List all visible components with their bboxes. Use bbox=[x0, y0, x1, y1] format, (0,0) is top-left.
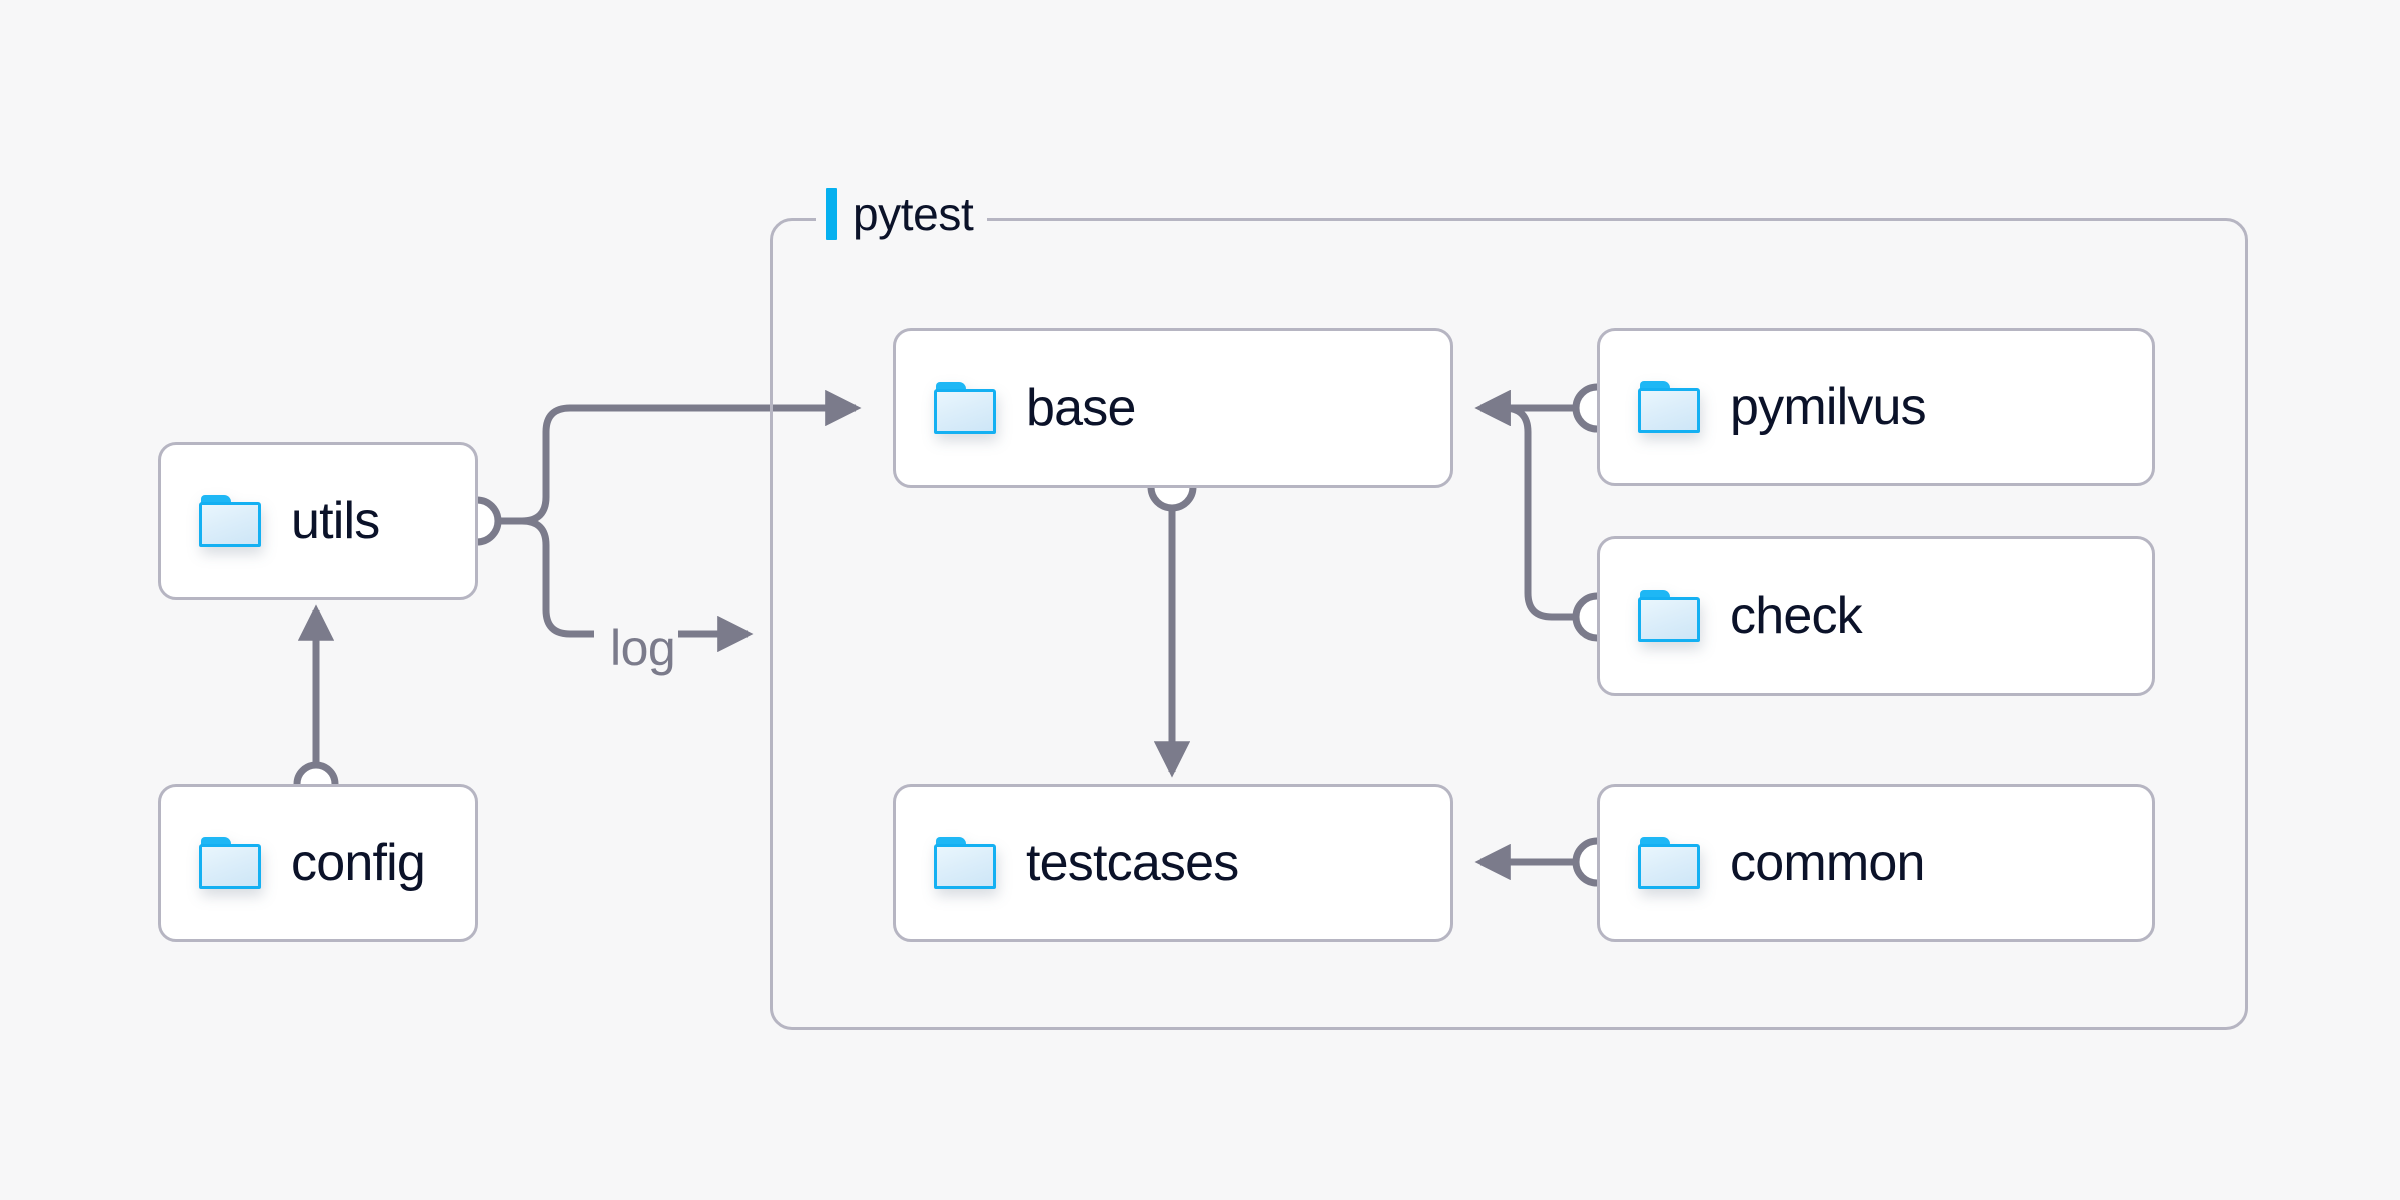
node-common[interactable]: common bbox=[1597, 784, 2155, 942]
node-base[interactable]: base bbox=[893, 328, 1453, 488]
node-label: pymilvus bbox=[1730, 378, 1927, 436]
group-accent-bar bbox=[826, 188, 837, 240]
group-title: pytest bbox=[853, 188, 974, 240]
folder-icon bbox=[1638, 590, 1700, 642]
folder-icon bbox=[934, 382, 996, 434]
node-label: utils bbox=[291, 492, 380, 550]
group-pytest[interactable] bbox=[770, 218, 2248, 1030]
node-label: testcases bbox=[1026, 834, 1239, 892]
folder-icon bbox=[199, 495, 261, 547]
node-pymilvus[interactable]: pymilvus bbox=[1597, 328, 2155, 486]
folder-icon bbox=[934, 837, 996, 889]
folder-icon bbox=[199, 837, 261, 889]
node-check[interactable]: check bbox=[1597, 536, 2155, 696]
node-label: check bbox=[1730, 587, 1863, 645]
edge-utils-to-pytest-log: log bbox=[498, 517, 754, 676]
edge-label-log: log bbox=[610, 620, 675, 676]
node-label: common bbox=[1730, 834, 1925, 892]
group-pytest-label: pytest bbox=[816, 186, 988, 242]
folder-icon bbox=[1638, 381, 1700, 433]
node-utils[interactable]: utils bbox=[158, 442, 478, 600]
node-label: config bbox=[291, 834, 426, 892]
node-config[interactable]: config bbox=[158, 784, 478, 942]
edge-config-to-utils bbox=[293, 604, 339, 807]
node-label: base bbox=[1026, 379, 1136, 437]
node-testcases[interactable]: testcases bbox=[893, 784, 1453, 942]
folder-icon bbox=[1638, 837, 1700, 889]
